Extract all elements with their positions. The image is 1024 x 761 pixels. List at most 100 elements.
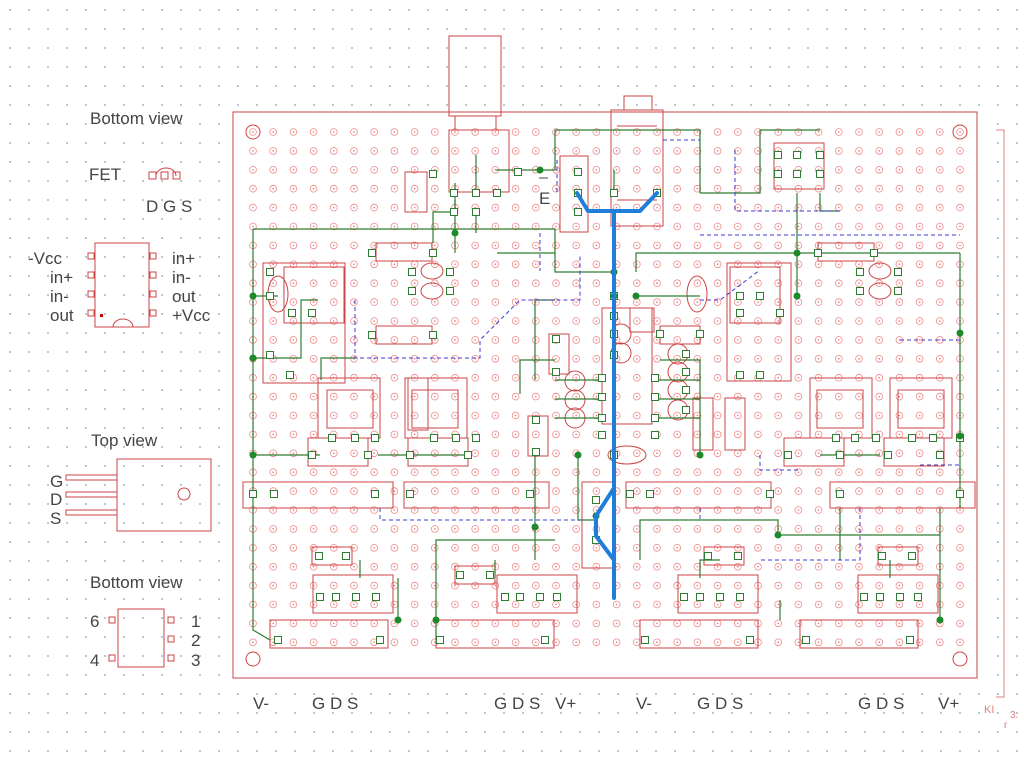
component-pad (774, 170, 782, 178)
component-outline (311, 546, 353, 566)
component-outline (564, 370, 586, 392)
dashed-connection (379, 508, 580, 521)
component-pad (429, 170, 437, 178)
component-pad (516, 593, 524, 601)
component-outline (857, 574, 939, 614)
component-pad (860, 593, 868, 601)
to220-package-icon (65, 458, 212, 532)
wire-junction (956, 432, 964, 440)
component-pad (598, 431, 606, 439)
component-pad (553, 593, 561, 601)
wire-junction (793, 249, 801, 257)
component-pad (526, 490, 534, 498)
bottom-pin-6: 6 (90, 612, 99, 631)
component-pad (894, 268, 902, 276)
component-outline (269, 619, 389, 649)
component-outline (496, 574, 578, 614)
component-pad (651, 414, 659, 422)
component-pad (656, 330, 664, 338)
component-pad (651, 393, 659, 401)
component-pad (450, 189, 458, 197)
opamp-left-pin-2: in+ (50, 268, 73, 287)
component-pad (736, 593, 744, 601)
wire-trace (635, 252, 960, 272)
component-pad (793, 170, 801, 178)
component-pad (682, 350, 690, 358)
wire-trace (253, 228, 614, 273)
component-pad (816, 151, 824, 159)
component-pad (651, 431, 659, 439)
wire-trace (432, 183, 456, 243)
component-pad (376, 636, 384, 644)
component-pad (249, 490, 257, 498)
component-outline (868, 282, 892, 300)
component-pad (682, 386, 690, 394)
legend-bottom-view-title: Bottom view (90, 109, 183, 128)
component-outline (897, 389, 945, 429)
bottom-pin-1: 1 (191, 612, 200, 631)
opamp-left-pin-4: out (50, 306, 74, 325)
component-pad (784, 451, 792, 459)
component-pad (756, 371, 764, 379)
component-pad (680, 593, 688, 601)
opamp-left-pin-1: -Vcc (28, 249, 63, 268)
component-pad (646, 490, 654, 498)
wire-junction (249, 451, 257, 459)
dashed-connection (759, 455, 800, 471)
component-outline (262, 262, 346, 384)
component-pad (352, 593, 360, 601)
component-pad (906, 636, 914, 644)
component-pad (774, 151, 782, 159)
component-outline (724, 397, 746, 451)
component-pad (574, 208, 582, 216)
perfboard-outline (232, 111, 978, 679)
component-pad (446, 287, 454, 295)
component-pad (574, 168, 582, 176)
component-outline (607, 445, 647, 465)
wire-trace (300, 299, 318, 333)
wire-junction (793, 292, 801, 300)
component-outline (726, 262, 792, 382)
component-pad (908, 434, 916, 442)
component-pad (446, 268, 454, 276)
component-outline (601, 307, 653, 425)
component-pad (266, 268, 274, 276)
component-pad (464, 451, 472, 459)
component-pad (286, 371, 294, 379)
top-view-pin-g: G (50, 472, 63, 491)
wire-junction (536, 166, 544, 174)
component-pad (430, 434, 438, 442)
component-pad (832, 434, 840, 442)
component-pad (501, 593, 509, 601)
corner-text-3: r (1004, 720, 1008, 731)
wire-junction (531, 523, 539, 531)
footer-label-gds-3: G D S (697, 694, 743, 713)
wire-trace (519, 359, 555, 394)
component-pad (776, 309, 784, 317)
wire-trace (660, 359, 701, 455)
component-pad (851, 434, 859, 442)
wire-junction (936, 616, 944, 624)
wire-trace (320, 357, 355, 380)
mounting-hole-tl (245, 124, 261, 140)
component-pad (872, 434, 880, 442)
wire-junction (451, 229, 459, 237)
component-pad (756, 292, 764, 300)
component-outline (799, 619, 919, 649)
component-pad (351, 434, 359, 442)
component-pad (472, 189, 480, 197)
component-pad (682, 368, 690, 376)
opamp-pin1-marker (100, 314, 103, 317)
component-pad (368, 331, 376, 339)
component-pad (884, 451, 892, 459)
component-pad (274, 636, 282, 644)
component-outline (677, 574, 759, 614)
component-pad (929, 434, 937, 442)
background-dot-grid (9, 9, 1018, 752)
fet-symbol-icon (148, 167, 181, 180)
legend-top-view-title: Top view (91, 431, 158, 450)
component-outline (729, 266, 781, 324)
opamp-right-pin-1: in+ (172, 249, 195, 268)
component-outline (375, 242, 433, 262)
